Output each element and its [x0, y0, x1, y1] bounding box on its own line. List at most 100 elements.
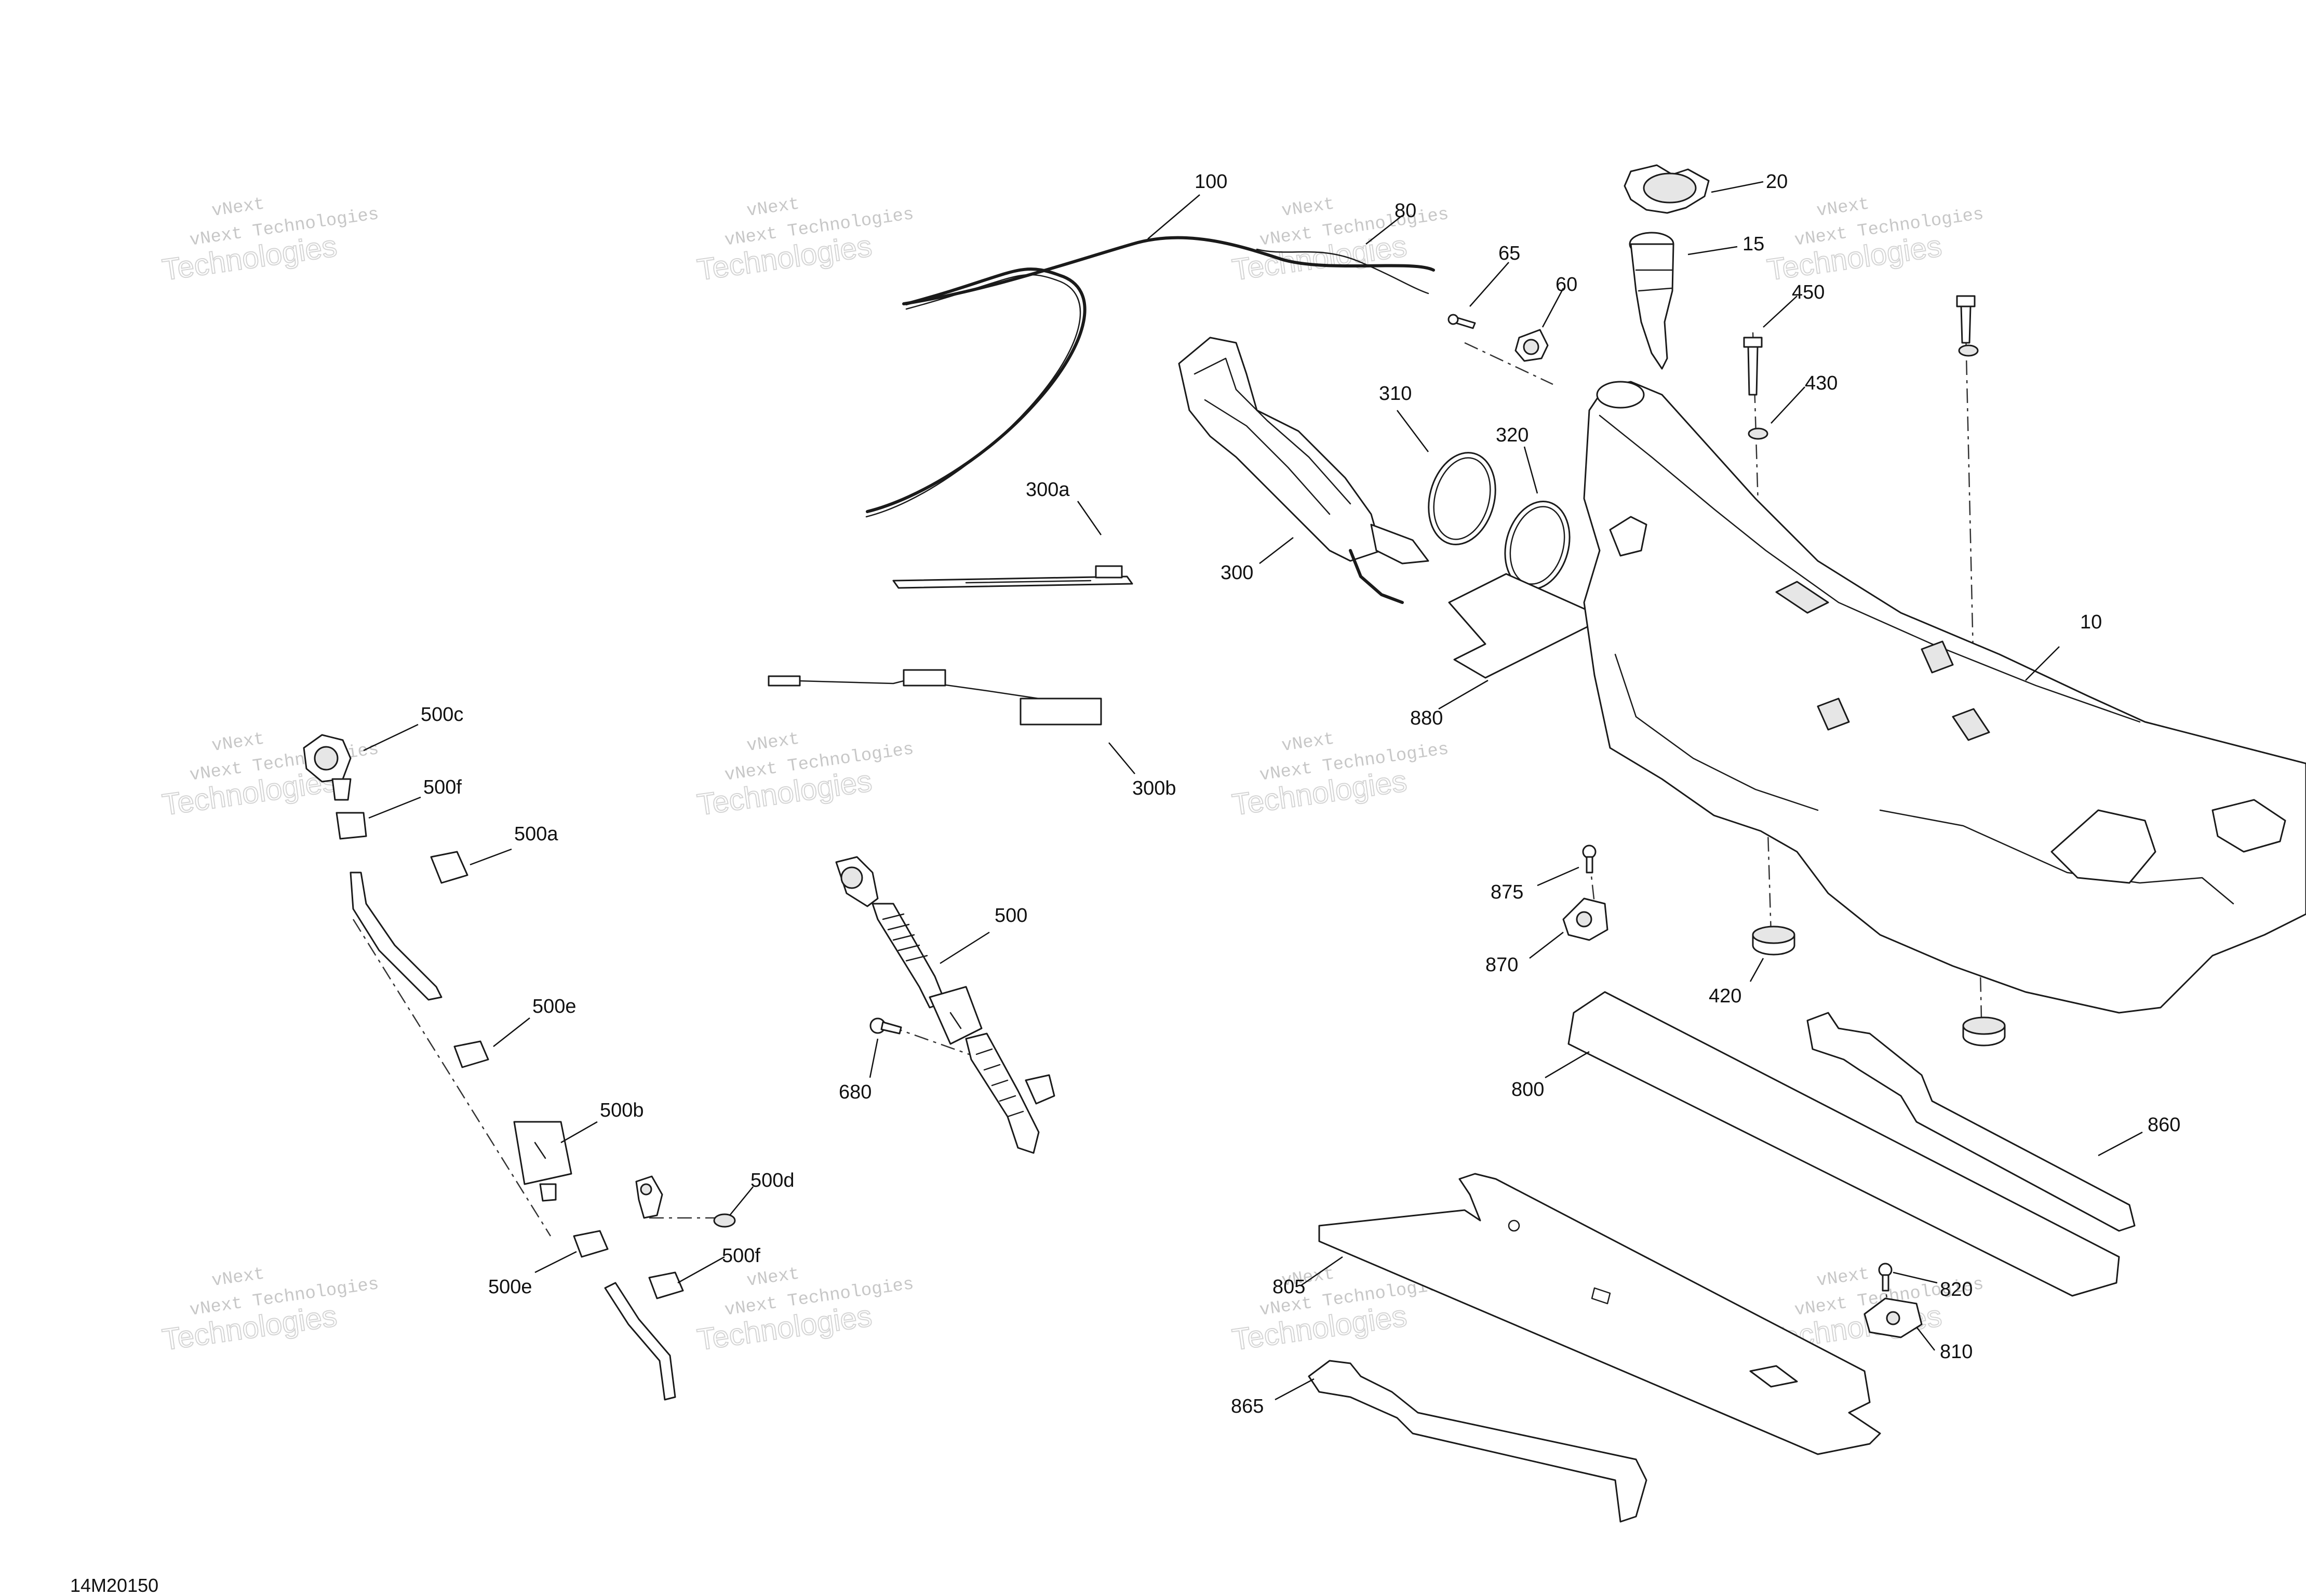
- assembly-line: [352, 919, 552, 1237]
- leader-line: [1916, 1326, 1935, 1351]
- leader-line: [1275, 1378, 1315, 1401]
- watermark: vNext vNext Technologies Technologies: [159, 1264, 380, 1357]
- shield-plate-part: [1567, 991, 2120, 1297]
- watermark: vNext vNext Technologies Technologies: [159, 729, 380, 822]
- leader-line: [729, 1186, 754, 1216]
- callout-860: 860: [2148, 1114, 2180, 1136]
- callout-500e: 500e: [532, 996, 576, 1017]
- connector-part: [303, 734, 352, 801]
- leader-line: [1469, 262, 1509, 307]
- callout-65: 65: [1498, 243, 1520, 264]
- clamp-part: [453, 1040, 489, 1068]
- leader-line: [1523, 446, 1538, 494]
- drawing-number: 14M20150: [70, 1575, 158, 1596]
- watermark: vNext vNext Technologies Technologies: [1764, 194, 1985, 287]
- fuel-pump-module-part: [1178, 337, 1429, 604]
- callout-870: 870: [1485, 954, 1518, 976]
- leader-line: [1545, 1051, 1590, 1079]
- watermark: vNext vNext Technologies Technologies: [159, 194, 380, 287]
- bolt-part: [1743, 337, 1763, 396]
- watermark-line1: vNext: [745, 729, 800, 756]
- leader-line: [1771, 386, 1805, 424]
- filter-part: [513, 1121, 572, 1202]
- assembly-line: [888, 1025, 977, 1058]
- leader-line: [1397, 410, 1429, 452]
- ring-part: [1433, 457, 1491, 540]
- grommet-part: [1752, 926, 1795, 956]
- screw-part: [1878, 1263, 1893, 1292]
- level-sensor-part: [892, 565, 1133, 589]
- callout-500d: 500d: [750, 1170, 795, 1191]
- fuel-tank-part: [1583, 381, 2306, 1014]
- leader-line: [1147, 194, 1200, 239]
- watermark: vNext vNext Technologies Technologies: [694, 194, 915, 287]
- nut-clip-part: [1863, 1297, 1923, 1338]
- callout-805: 805: [1272, 1276, 1305, 1298]
- leader-line: [1077, 501, 1102, 535]
- watermark-line1: vNext: [1280, 729, 1335, 756]
- hole-mark: [1508, 1219, 1520, 1232]
- callout-680: 680: [839, 1081, 872, 1103]
- leader-line: [869, 1038, 879, 1078]
- leader-line: [940, 931, 990, 964]
- callout-880: 880: [1410, 707, 1443, 729]
- leader-line: [363, 723, 419, 752]
- vent-hose-part: [865, 274, 1081, 518]
- callout-300a: 300a: [1026, 479, 1070, 501]
- callout-500b: 500b: [600, 1099, 644, 1121]
- leader-line: [1749, 958, 1764, 982]
- fitting-part: [635, 1175, 663, 1219]
- clamp-part: [648, 1271, 684, 1299]
- leader-lines: [363, 181, 2143, 1401]
- ring-part: [1428, 452, 1496, 545]
- callout-10: 10: [2080, 611, 2102, 633]
- clamp-part: [430, 851, 468, 884]
- float-arm-part: [768, 669, 1102, 726]
- callout-80: 80: [1395, 200, 1416, 222]
- leader-line: [368, 796, 421, 819]
- leader-line: [1301, 1256, 1343, 1286]
- grommet-part: [1962, 1016, 2006, 1047]
- leader-line: [677, 1256, 725, 1284]
- washer-part: [713, 1213, 736, 1228]
- callout-800: 800: [1511, 1079, 1544, 1101]
- callout-500a: 500a: [514, 823, 558, 845]
- watermark: vNext vNext Technologies Technologies: [1229, 194, 1450, 287]
- callout-60: 60: [1556, 274, 1577, 296]
- bracket-part: [1308, 1360, 1647, 1523]
- callout-450: 450: [1792, 281, 1825, 303]
- skid-plate-part: [1318, 1173, 1881, 1455]
- leader-line: [2098, 1131, 2143, 1157]
- callout-420: 420: [1709, 985, 1741, 1007]
- callout-20: 20: [1766, 171, 1788, 193]
- callout-300: 300: [1221, 562, 1253, 584]
- watermark-line1: vNext: [1815, 194, 1870, 221]
- callout-310: 310: [1379, 383, 1412, 405]
- clamp-part: [336, 812, 367, 840]
- valve-fitting-part: [1514, 329, 1549, 362]
- leader-line: [2025, 646, 2060, 681]
- callout-500e-lower: 500e: [488, 1276, 532, 1298]
- callout-320: 320: [1496, 424, 1529, 446]
- hose-part: [604, 1282, 676, 1401]
- vent-hose-part: [866, 267, 1087, 513]
- leader-line: [1259, 537, 1294, 564]
- callout-500f: 500f: [423, 776, 462, 798]
- watermark-line1: vNext: [210, 1264, 265, 1291]
- leader-line: [1529, 932, 1564, 959]
- washer-part: [1958, 344, 1979, 357]
- fuel-cap-part: [1624, 164, 1710, 214]
- washer-part: [1748, 427, 1768, 440]
- watermark: vNext vNext Technologies Technologies: [1229, 729, 1450, 822]
- watermark-line1: vNext: [1280, 194, 1335, 221]
- callout-865: 865: [1231, 1396, 1264, 1417]
- bolt-part: [869, 1017, 902, 1035]
- watermark-line1: vNext: [1815, 1264, 1870, 1291]
- watermark-line1: vNext: [210, 194, 265, 221]
- leader-line: [1687, 246, 1738, 256]
- callout-875: 875: [1491, 881, 1523, 903]
- callout-300b: 300b: [1132, 777, 1176, 799]
- leader-line: [1893, 1271, 1938, 1284]
- slot-mark: [1591, 1287, 1611, 1305]
- screw-part: [1582, 844, 1597, 874]
